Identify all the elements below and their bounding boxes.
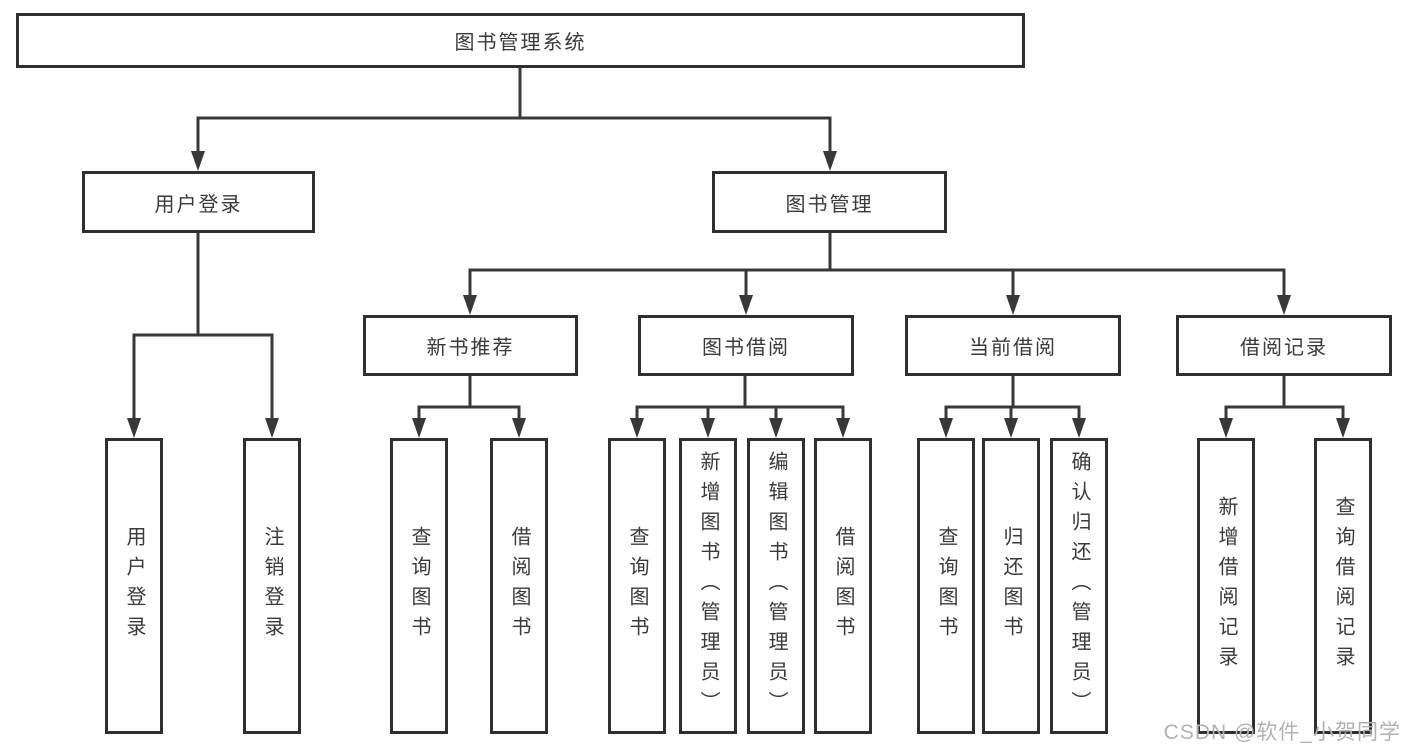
leaf-newrec-query-books: 查询图书 bbox=[390, 438, 448, 734]
connector-borrow-to-leaves bbox=[635, 376, 845, 419]
arrowhead-icon bbox=[1336, 418, 1350, 438]
leaf-label: 归还图书 bbox=[1000, 526, 1022, 646]
arrowhead-icon bbox=[512, 418, 526, 438]
leaf-label: 用户登录 bbox=[123, 526, 145, 646]
arrowhead-icon bbox=[463, 295, 477, 315]
leaf-records-add-record: 新增借阅记录 bbox=[1197, 438, 1255, 734]
leaf-borrowing-query-books: 查询图书 bbox=[608, 438, 666, 734]
connector-records-to-leaves bbox=[1224, 376, 1345, 419]
arrowhead-icon bbox=[769, 418, 783, 438]
leaf-label: 查询图书 bbox=[935, 526, 957, 646]
leaf-records-query-record: 查询借阅记录 bbox=[1314, 438, 1372, 734]
leaf-label: 借阅图书 bbox=[832, 526, 854, 646]
arrowhead-icon bbox=[939, 418, 953, 438]
leaf-current-confirm-return-admin: 确认归还（管理员） bbox=[1050, 438, 1108, 734]
leaf-logout: 注销登录 bbox=[243, 438, 301, 734]
connector-bookmgmt-to-level2 bbox=[468, 233, 1286, 296]
arrowhead-icon bbox=[412, 418, 426, 438]
arrowhead-icon bbox=[191, 151, 205, 171]
node-book-borrowing: 图书借阅 bbox=[638, 315, 854, 376]
node-label: 图书借阅 bbox=[702, 337, 790, 359]
arrowhead-icon bbox=[1219, 418, 1233, 438]
leaf-label: 借阅图书 bbox=[508, 526, 530, 646]
leaf-borrowing-borrow-books: 借阅图书 bbox=[814, 438, 872, 734]
node-root-system: 图书管理系统 bbox=[16, 13, 1025, 68]
node-label: 图书管理系统 bbox=[454, 32, 587, 54]
leaf-label: 确认归还（管理员） bbox=[1068, 451, 1090, 721]
node-user-login: 用户登录 bbox=[82, 171, 315, 233]
connector-paths bbox=[132, 68, 1345, 419]
connector-root-to-level1 bbox=[196, 68, 832, 152]
leaf-label: 注销登录 bbox=[261, 526, 283, 646]
arrowhead-icon bbox=[127, 418, 141, 438]
node-new-book-recommend: 新书推荐 bbox=[363, 315, 578, 376]
leaf-label: 新增图书（管理员） bbox=[697, 451, 719, 721]
connector-newrec-to-leaves bbox=[417, 376, 521, 419]
connector-current-to-leaves bbox=[944, 376, 1081, 419]
node-current-borrowing: 当前借阅 bbox=[905, 315, 1121, 376]
arrowhead-icon bbox=[1277, 295, 1291, 315]
arrowhead-icon bbox=[1004, 418, 1018, 438]
arrowhead-icon bbox=[836, 418, 850, 438]
arrowhead-icon bbox=[701, 418, 715, 438]
connector-userlogin-to-leaves bbox=[132, 233, 274, 419]
arrowhead-icon bbox=[739, 295, 753, 315]
arrowhead-icon bbox=[1006, 295, 1020, 315]
node-book-management: 图书管理 bbox=[712, 171, 947, 233]
leaf-label: 新增借阅记录 bbox=[1215, 496, 1237, 676]
leaf-borrowing-edit-books-admin: 编辑图书（管理员） bbox=[747, 438, 805, 734]
csdn-watermark: CSDN @软件_小贺同学 bbox=[1163, 721, 1401, 744]
node-label: 用户登录 bbox=[154, 193, 243, 216]
leaf-newrec-borrow-books: 借阅图书 bbox=[490, 438, 548, 734]
arrowhead-icon bbox=[1072, 418, 1086, 438]
node-label: 图书管理 bbox=[785, 193, 874, 216]
node-label: 当前借阅 bbox=[969, 337, 1057, 359]
node-label: 新书推荐 bbox=[426, 337, 515, 359]
arrowhead-icon bbox=[823, 151, 837, 171]
leaf-label: 编辑图书（管理员） bbox=[765, 451, 787, 721]
node-label: 借阅记录 bbox=[1240, 337, 1328, 359]
leaf-label: 查询图书 bbox=[626, 526, 648, 646]
leaf-user-login: 用户登录 bbox=[105, 438, 163, 734]
leaf-borrowing-add-books-admin: 新增图书（管理员） bbox=[679, 438, 737, 734]
leaf-label: 查询借阅记录 bbox=[1332, 496, 1354, 676]
leaf-current-query-books: 查询图书 bbox=[917, 438, 975, 734]
arrowhead-icon bbox=[630, 418, 644, 438]
arrowheads bbox=[127, 151, 1350, 438]
arrowhead-icon bbox=[265, 418, 279, 438]
leaf-current-return-books: 归还图书 bbox=[982, 438, 1040, 734]
leaf-label: 查询图书 bbox=[408, 526, 430, 646]
node-borrowing-records: 借阅记录 bbox=[1176, 315, 1392, 376]
